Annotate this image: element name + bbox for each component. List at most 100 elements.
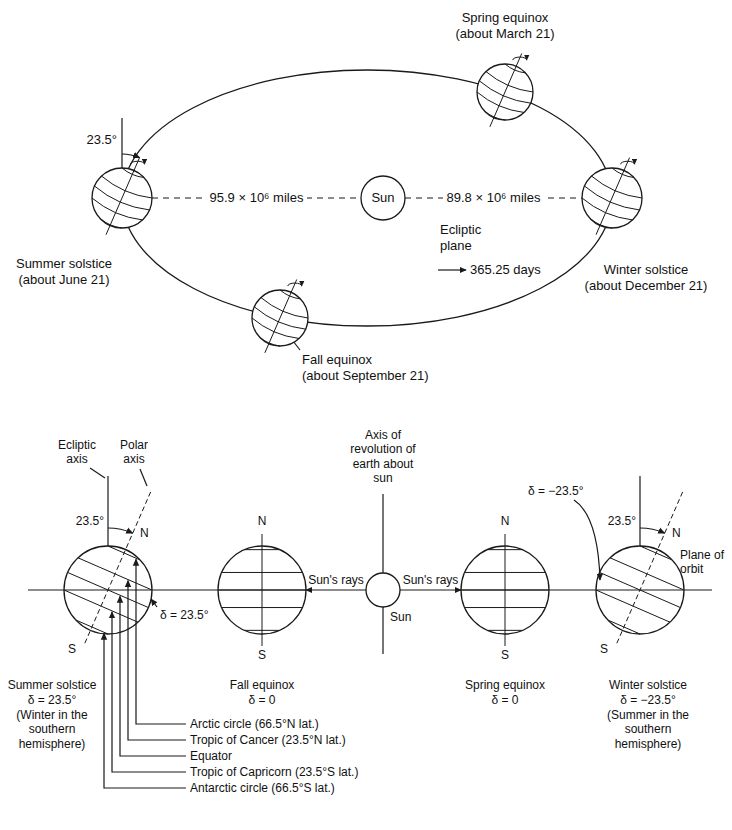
axis-label: Ecliptic axis <box>51 438 103 467</box>
pole-letter: S <box>258 648 266 662</box>
leader-line <box>136 559 186 724</box>
globe-drawing <box>252 279 308 352</box>
polar-axis <box>490 53 522 126</box>
globe-drawing <box>596 491 684 643</box>
sun-circle <box>361 176 405 220</box>
ray-arrow <box>306 589 366 590</box>
polar-axis <box>265 279 297 352</box>
orbit-plane-line <box>28 589 306 590</box>
shape-outline <box>92 168 152 228</box>
latitude-label: Arctic circle (66.5°N lat.) <box>190 717 319 731</box>
rotation-arrow <box>513 57 527 60</box>
globe-drawing <box>92 158 152 235</box>
season-note: (Winter in the southern hemisphere) <box>4 708 100 751</box>
shape-outline <box>582 168 642 228</box>
shape-outline <box>366 573 400 607</box>
direction-arrow <box>438 269 466 270</box>
pole-letter: N <box>258 514 267 528</box>
ecliptic-axis <box>107 476 108 546</box>
orbit-ellipse <box>122 70 612 326</box>
declination-label: δ = −23.5° <box>528 484 584 498</box>
ray-arrow <box>400 589 461 590</box>
polar-axis <box>505 534 506 646</box>
season-name: Fall equinox <box>230 678 295 692</box>
declination-value: δ = 23.5° <box>28 693 77 707</box>
sun-circle <box>366 573 400 607</box>
season-date: (about March 21) <box>456 26 555 42</box>
polar-axis <box>596 158 629 235</box>
earth-globe: Spring equinox(about March 21) <box>477 64 533 120</box>
declination-value: δ = −23.5° <box>620 693 676 707</box>
season-name: Summer solstice <box>8 678 97 692</box>
sun-label: Sun <box>390 610 411 624</box>
angle-label: 23.5° <box>76 514 104 528</box>
earth-globe: NSSpring equinoxδ = 0 <box>461 546 549 634</box>
latitude-label: Tropic of Cancer (23.5°N lat.) <box>190 733 346 747</box>
polar-axis <box>106 158 139 235</box>
latitude-label: Tropic of Capricorn (23.5°S lat.) <box>190 765 358 779</box>
earth-globe: Summer solstice(about June 21) <box>92 168 152 228</box>
globe-drawing <box>366 573 400 607</box>
shape-outline <box>596 546 684 634</box>
season-date: (about December 21) <box>585 278 708 294</box>
pointer-arrow <box>151 599 157 607</box>
rotation-arrow <box>131 161 145 164</box>
leader-line <box>140 469 147 486</box>
polar-axis <box>85 491 151 643</box>
declination-value: δ = 0 <box>491 693 518 707</box>
plane-label: Plane of orbit <box>680 548 728 577</box>
season-name: Winter solstice <box>609 678 687 692</box>
shape-outline <box>477 64 533 120</box>
leader-line <box>112 612 186 772</box>
globe-drawing <box>477 53 533 126</box>
period-label: 365.25 days <box>470 262 541 278</box>
pole-letter: S <box>68 642 76 656</box>
leader-line <box>128 581 186 740</box>
season-name: Summer solstice <box>16 256 112 272</box>
earth-globe: Winter solstice(about December 21) <box>582 168 642 228</box>
declination-value: δ = 0 <box>248 693 275 707</box>
earth-globe: Fall equinox(about September 21) <box>252 290 308 346</box>
axis-label: Polar axis <box>113 438 155 467</box>
angle-arc <box>640 528 665 533</box>
edge-label: 89.8 × 10⁶ miles <box>443 190 545 206</box>
shape-outline <box>64 546 152 634</box>
earth-globe: NSWinter solsticeδ = −23.5°(Summer in th… <box>596 546 684 634</box>
shape-outline <box>252 290 308 346</box>
plane-label: Ecliptic plane <box>440 222 502 253</box>
sun-circle: Sun <box>366 573 400 607</box>
pole-letter: S <box>501 648 509 662</box>
globe-drawing <box>582 158 642 235</box>
latitude-label: Equator <box>190 749 232 763</box>
ecliptic-axis <box>121 118 122 168</box>
edge-label: 95.9 × 10⁶ miles <box>206 190 308 206</box>
rotation-arrow <box>621 161 635 164</box>
edge-label: Sun's rays <box>308 573 364 587</box>
edge-label: Sun's rays <box>403 573 459 587</box>
pole-letter: S <box>600 642 608 656</box>
leader-line <box>104 633 186 788</box>
angle-arc <box>108 528 133 533</box>
pointer-arrow <box>574 500 600 580</box>
ecliptic-axis <box>639 476 640 546</box>
shape-outline <box>461 546 549 634</box>
latitude-label: Antarctic circle (66.5°S lat.) <box>190 781 335 795</box>
angle-label: 23.5° <box>608 514 636 528</box>
polar-axis <box>617 491 683 643</box>
orbit-plane-line <box>461 589 712 590</box>
globe-drawing <box>218 534 306 646</box>
polar-axis <box>262 534 263 646</box>
season-name: Spring equinox <box>465 678 545 692</box>
season-name: Winter solstice <box>604 262 689 278</box>
axis-label: Axis of revolution of earth about sun <box>350 428 416 486</box>
sun-label: Sun <box>371 190 394 206</box>
season-name: Fall equinox <box>302 352 372 368</box>
season-note: (Summer in the southern hemisphere) <box>600 708 696 751</box>
declination-label: δ = 23.5° <box>160 608 209 622</box>
season-name: Spring equinox <box>462 10 549 26</box>
angle-arc <box>122 154 140 158</box>
pole-letter: N <box>672 526 681 540</box>
rotation-arrow <box>288 283 302 286</box>
leader-line <box>90 468 105 478</box>
